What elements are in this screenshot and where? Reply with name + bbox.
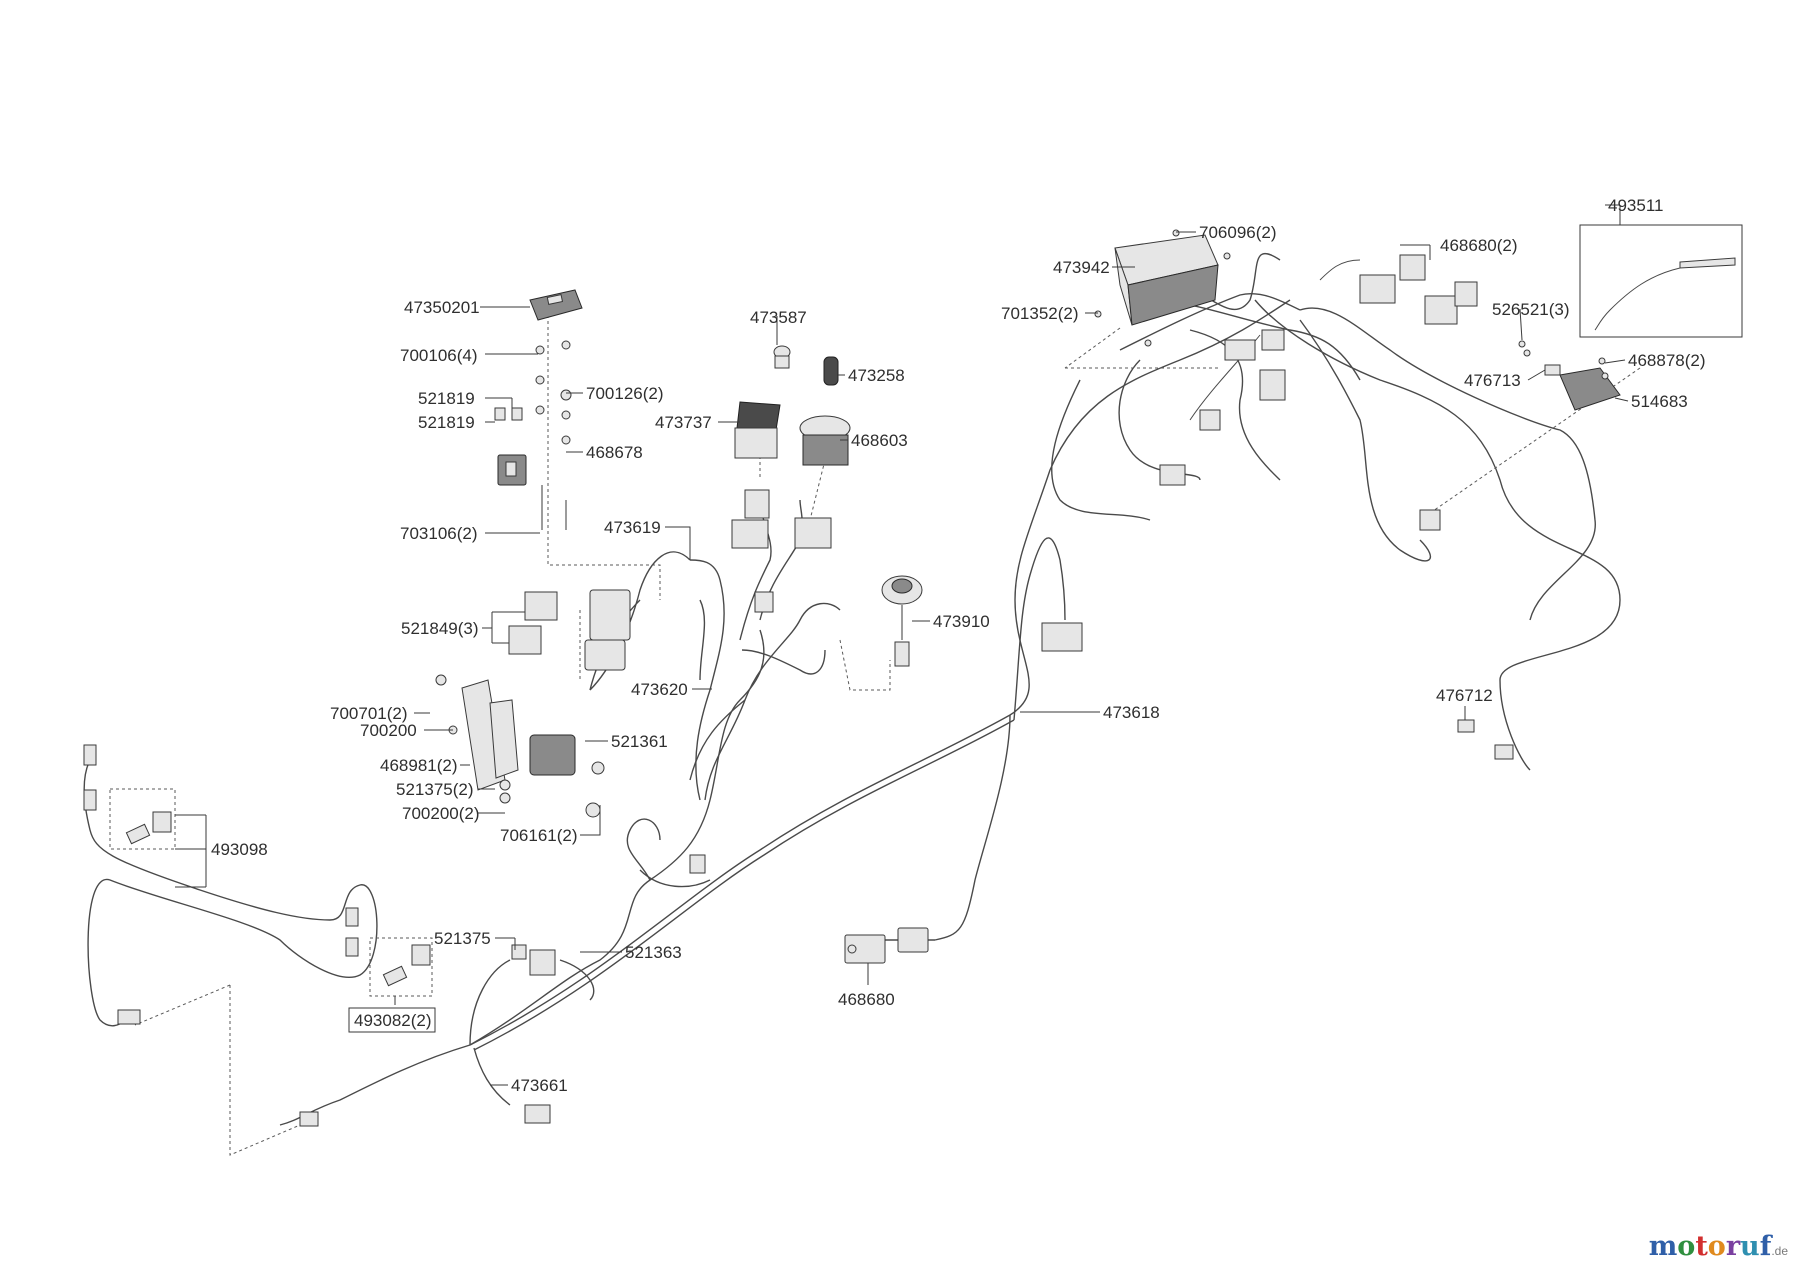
label-521375-2: 521375(2)	[396, 780, 474, 799]
fuse-cover-icon	[529, 289, 583, 321]
label-521361: 521361	[611, 732, 668, 751]
label-476713: 476713	[1464, 371, 1521, 390]
label-476712: 476712	[1436, 686, 1493, 705]
fuse-icon	[494, 407, 523, 421]
bracket-521361-icon	[435, 674, 605, 818]
label-700106: 700106(4)	[400, 346, 478, 365]
label-473661: 473661	[511, 1076, 568, 1095]
label-468680-bottom: 468680	[838, 990, 895, 1009]
label-526521: 526521(3)	[1492, 300, 1570, 319]
label-493082: 493082(2)	[354, 1011, 432, 1030]
label-700701: 700701(2)	[330, 704, 408, 723]
label-521363: 521363	[625, 943, 682, 962]
label-473942: 473942	[1053, 258, 1110, 277]
logo-letter: u	[1740, 1231, 1760, 1262]
lever-493511-box	[1579, 224, 1743, 338]
label-473910: 473910	[933, 612, 990, 631]
label-706161: 706161(2)	[500, 826, 578, 845]
reference-lines	[109, 315, 1641, 1156]
connector-476712-icon	[1457, 719, 1514, 760]
label-box-493082	[348, 1007, 436, 1033]
label-703106: 703106(2)	[400, 524, 478, 543]
ignition-switch-icon	[773, 345, 839, 386]
hour-meter-473910-icon	[881, 575, 923, 667]
logo-letter: r	[1725, 1231, 1741, 1262]
label-514683: 514683	[1631, 392, 1688, 411]
logo-letter: m	[1648, 1231, 1678, 1262]
label-468678: 468678	[586, 443, 643, 462]
part-labels: 47350201 700106(4) 521819 521819 700126(…	[211, 196, 1706, 1095]
label-473619: 473619	[604, 518, 661, 537]
connector-blocks-icon	[299, 329, 1441, 1127]
relays-521849-icon	[508, 589, 631, 671]
label-521819-a: 521819	[418, 389, 475, 408]
label-700200-2: 700200(2)	[402, 804, 480, 823]
label-473587: 473587	[750, 308, 807, 327]
mower-harness-473661	[279, 959, 595, 1126]
relay-holder-icon	[497, 340, 572, 530]
label-468878: 468878(2)	[1628, 351, 1706, 370]
label-521375: 521375	[434, 929, 491, 948]
label-493098: 493098	[211, 840, 268, 859]
label-706096: 706096(2)	[1199, 223, 1277, 242]
seat-harness-493098	[83, 759, 378, 1027]
switch-473737-icon	[731, 401, 781, 549]
logo-tld: .de	[1771, 1244, 1788, 1258]
label-493511: 493511	[1608, 196, 1663, 215]
key-switch-468603-icon	[794, 415, 851, 549]
label-700126: 700126(2)	[586, 384, 664, 403]
seat-switch-493098-icon	[83, 744, 431, 1025]
switch-468680-top-icon	[1359, 254, 1478, 325]
label-473620: 473620	[631, 680, 688, 699]
motoruf-logo: motoruf.de	[1649, 1231, 1788, 1262]
dash-harness-473619-473620	[469, 499, 841, 1046]
label-473618: 473618	[1103, 703, 1160, 722]
logo-letter: o	[1677, 1231, 1696, 1262]
logo-letter: o	[1707, 1231, 1726, 1262]
label-521849: 521849(3)	[401, 619, 479, 638]
label-468603: 468603	[851, 431, 908, 450]
switch-468680-bottom-icon	[844, 927, 929, 964]
label-468981: 468981(2)	[380, 756, 458, 775]
controller-473942-icon	[1094, 229, 1231, 347]
main-harness-473618	[469, 252, 1621, 1051]
logo-letter: f	[1759, 1231, 1772, 1262]
label-521819-b: 521819	[418, 413, 475, 432]
regulator-514683-icon	[1518, 340, 1621, 411]
label-473737: 473737	[655, 413, 712, 432]
label-473258: 473258	[848, 366, 905, 385]
label-468680-top: 468680(2)	[1440, 236, 1518, 255]
label-700200: 700200	[360, 721, 417, 740]
logo-letter: t	[1695, 1231, 1708, 1262]
label-701352: 701352(2)	[1001, 304, 1079, 323]
leader-lines	[175, 204, 1629, 1086]
label-47350201: 47350201	[404, 298, 480, 317]
